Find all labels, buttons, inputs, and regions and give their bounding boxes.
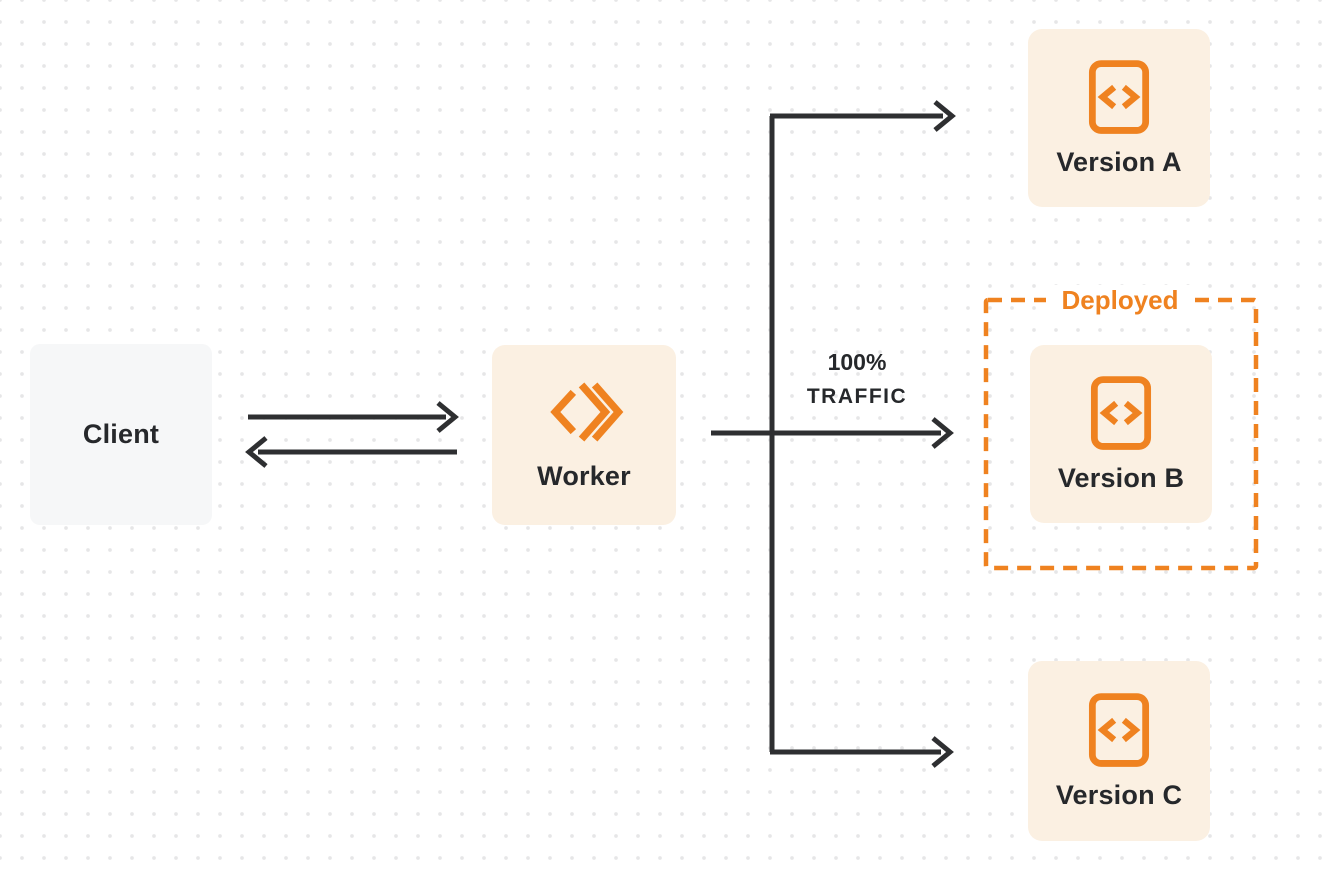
code-file-icon bbox=[1088, 59, 1150, 135]
code-file-icon bbox=[1090, 375, 1152, 451]
traffic-percent-text: 100% bbox=[827, 349, 887, 375]
deployed-label: Deployed bbox=[1046, 285, 1194, 315]
client-to-worker-arrow bbox=[248, 401, 459, 433]
version-c-arrow bbox=[770, 736, 954, 768]
client-node-label: Client bbox=[82, 419, 160, 449]
code-file-icon bbox=[1088, 692, 1150, 768]
traffic-arrow bbox=[711, 417, 954, 449]
version-a-label: Version A bbox=[1056, 146, 1182, 177]
client-node: Client bbox=[30, 344, 212, 525]
version-b-node: Version B bbox=[1030, 345, 1212, 523]
cloudflare-workers-icon bbox=[543, 379, 625, 445]
version-c-node: Version C bbox=[1028, 661, 1210, 841]
version-a-node: Version A bbox=[1028, 29, 1210, 207]
version-b-label: Version B bbox=[1057, 462, 1185, 493]
version-c-label: Version C bbox=[1055, 779, 1183, 810]
traffic-word-text: TRAFFIC bbox=[806, 385, 908, 408]
version-a-arrow bbox=[770, 100, 956, 132]
deployed-dashed-border bbox=[983, 297, 1259, 571]
worker-node: Worker bbox=[492, 345, 676, 525]
traffic-label: 100% TRAFFIC bbox=[782, 349, 932, 409]
worker-to-client-arrow bbox=[245, 436, 457, 468]
worker-node-label: Worker bbox=[537, 460, 631, 491]
